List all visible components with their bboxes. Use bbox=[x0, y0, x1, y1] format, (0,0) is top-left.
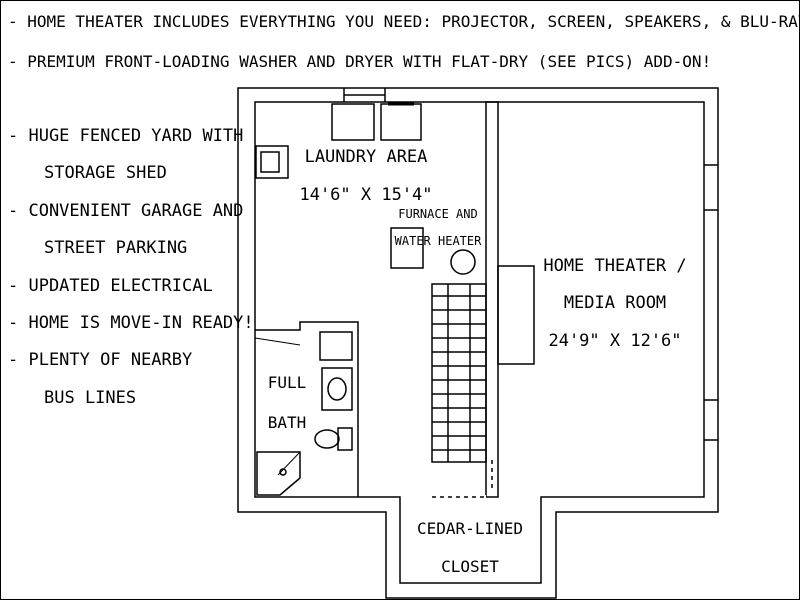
outer-wall bbox=[237, 87, 719, 599]
feature-yard: - HUGE FENCED YARD WITH bbox=[8, 126, 244, 146]
toilet-bowl bbox=[314, 429, 340, 449]
closet-label-1: CEDAR-LINED bbox=[417, 519, 523, 538]
inner-wall bbox=[254, 101, 705, 584]
water-heater-label: WATER HEATER bbox=[395, 234, 482, 248]
bath-sink bbox=[321, 367, 353, 411]
feature-parking-cont: STREET PARKING bbox=[44, 238, 188, 258]
theater-size-label: 24'9" X 12'6" bbox=[548, 331, 681, 351]
shower bbox=[256, 451, 301, 496]
partition-wall bbox=[485, 101, 499, 498]
feature-bus-cont: BUS LINES bbox=[44, 388, 137, 408]
bath-label-2: BATH bbox=[268, 413, 307, 432]
dryer bbox=[380, 103, 422, 141]
laundry-sink bbox=[255, 145, 289, 179]
water-heater bbox=[450, 249, 476, 275]
laundry-size-label: 14'6" X 15'4" bbox=[299, 185, 432, 205]
feature-parking: - CONVENIENT GARAGE AND bbox=[8, 201, 244, 221]
stair-niche bbox=[497, 265, 535, 365]
bath-label-1: FULL bbox=[268, 373, 307, 392]
furnace-label: FURNACE AND bbox=[398, 207, 477, 221]
washer bbox=[331, 103, 375, 141]
theater-label-2: MEDIA ROOM bbox=[564, 293, 666, 313]
furnace bbox=[390, 227, 424, 269]
bath-wall bbox=[255, 321, 359, 497]
closet-label-2: CLOSET bbox=[441, 557, 499, 576]
header-line-1: - HOME THEATER INCLUDES EVERYTHING YOU N… bbox=[8, 12, 800, 31]
stairs bbox=[431, 283, 487, 463]
theater-label-1: HOME THEATER / bbox=[543, 256, 686, 276]
toilet-tank bbox=[337, 427, 353, 451]
feature-bus: - PLENTY OF NEARBY bbox=[8, 350, 193, 370]
feature-yard-cont: STORAGE SHED bbox=[44, 163, 167, 183]
feature-electrical: - UPDATED ELECTRICAL bbox=[8, 276, 213, 296]
laundry-name-label: LAUNDRY AREA bbox=[305, 147, 428, 167]
bath-vanity bbox=[319, 331, 353, 361]
feature-move-in: - HOME IS MOVE-IN READY! bbox=[8, 313, 254, 333]
header-line-2: - PREMIUM FRONT-LOADING WASHER AND DRYER… bbox=[8, 52, 712, 71]
